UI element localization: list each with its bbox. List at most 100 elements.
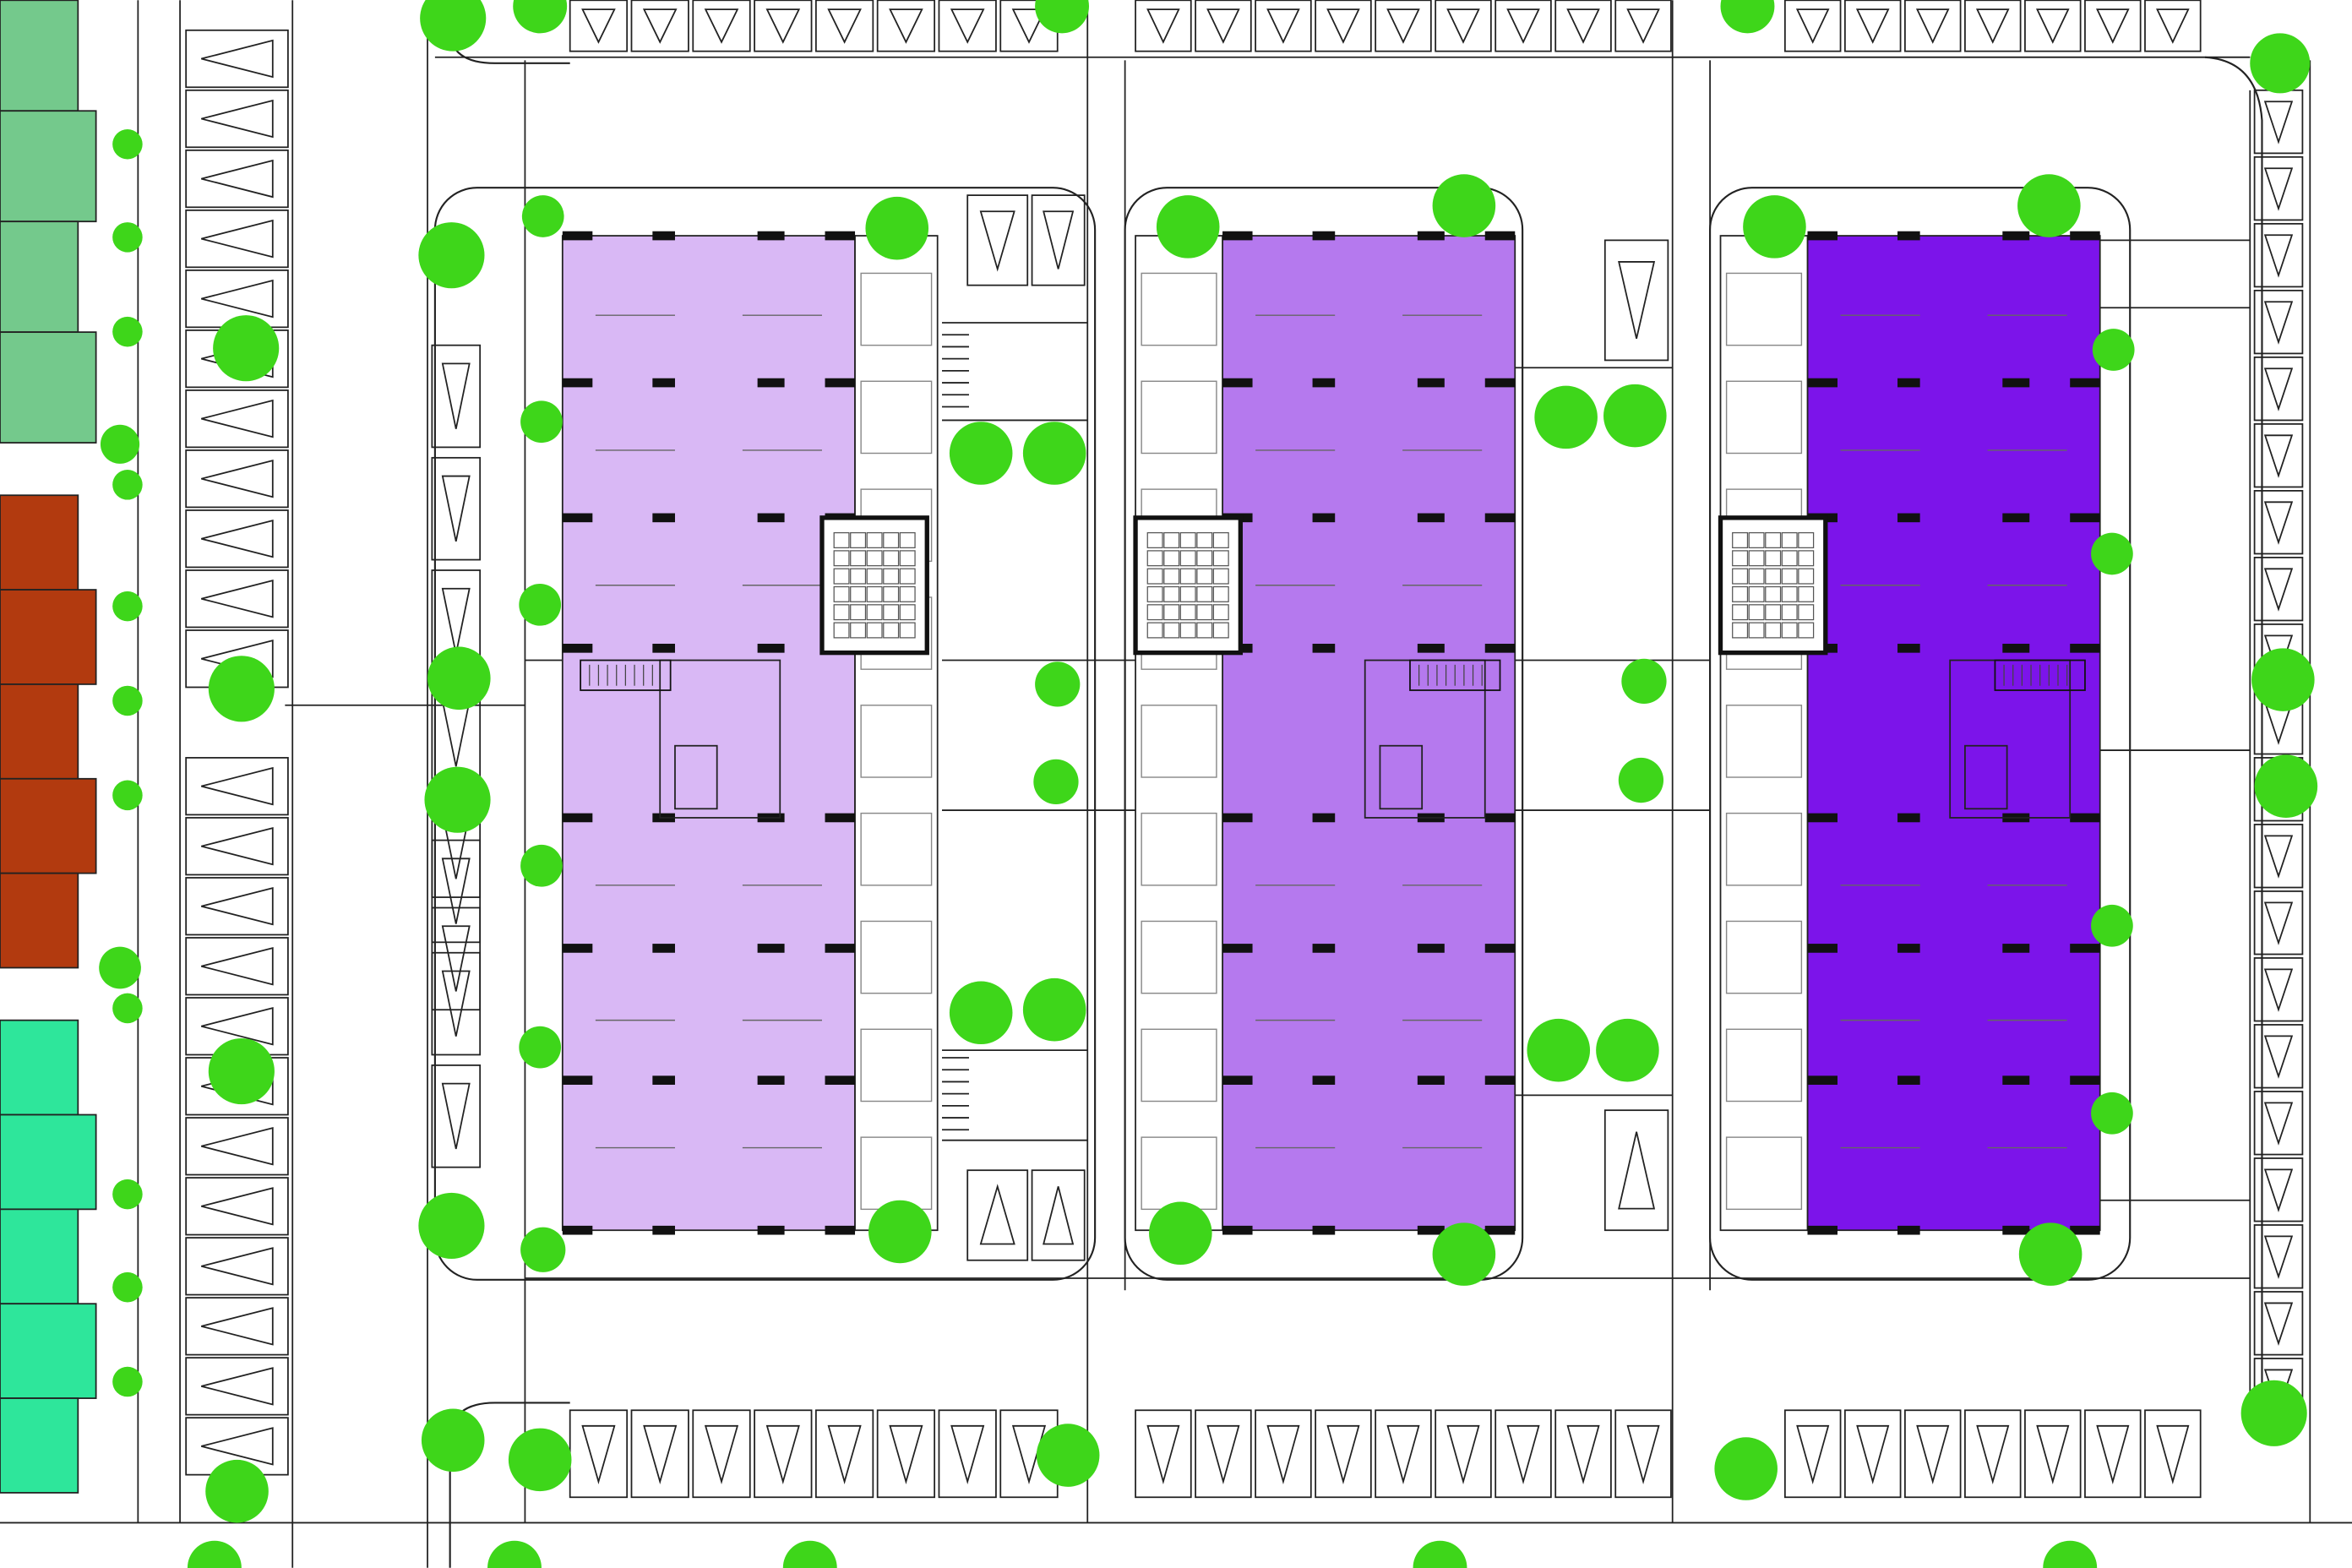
wall-stub xyxy=(2070,813,2100,823)
tree-icon xyxy=(520,844,563,887)
stair-flight xyxy=(1994,659,2086,691)
parking-bay-arrow xyxy=(201,579,274,618)
parking-bay-outline xyxy=(938,1409,997,1499)
tree-icon xyxy=(112,780,143,811)
stair-step xyxy=(1781,568,1798,585)
parking-bay-outline xyxy=(2253,1224,2304,1289)
building-floorplate xyxy=(561,235,856,1232)
parking-bay-outline xyxy=(2253,890,2304,956)
wall-stub xyxy=(1484,1075,1516,1085)
parking-bay-outline xyxy=(185,209,289,269)
tree-icon xyxy=(1036,1424,1100,1487)
parking-bay-icon xyxy=(2144,0,2202,52)
wall-stub xyxy=(1484,944,1516,953)
wall-stub xyxy=(757,1075,785,1085)
stair-step xyxy=(1179,568,1196,585)
parking-bay-arrow xyxy=(827,8,862,44)
stair-step xyxy=(1146,622,1163,639)
balcony-outline xyxy=(1725,812,1803,886)
parking-bay-icon xyxy=(185,1117,289,1176)
parking-bay-outline xyxy=(185,569,289,629)
parking-bay-outline xyxy=(1904,0,1962,52)
stair-step xyxy=(1146,531,1163,548)
wall-stub xyxy=(1484,231,1516,241)
parking-bay-icon xyxy=(185,937,289,996)
wall-stub xyxy=(2002,1075,2030,1085)
stair-flight xyxy=(580,659,672,691)
stair-step xyxy=(1179,531,1196,548)
parking-bay-arrow xyxy=(827,1424,862,1484)
parking-bay-outline xyxy=(2144,1409,2202,1499)
parking-bay-outline xyxy=(569,0,629,52)
parking-bay-icon xyxy=(1135,1409,1192,1499)
stair-step xyxy=(1179,622,1196,639)
parking-bay-arrow xyxy=(2263,568,2294,612)
stair-core-icon xyxy=(1994,659,2086,691)
wall-stub xyxy=(652,1075,675,1085)
parking-bay-arrow xyxy=(1386,8,1420,44)
stair-step xyxy=(850,550,867,567)
wall-stub xyxy=(825,1075,856,1085)
parking-bay-icon xyxy=(185,757,289,816)
parking-bay-arrow xyxy=(2263,234,2294,278)
parking-bay-arrow xyxy=(201,1247,274,1286)
parking-bay-icon xyxy=(185,149,289,209)
parking-bay-arrow xyxy=(201,1187,274,1226)
wall-stub xyxy=(1897,1075,1920,1085)
stair-step xyxy=(1212,585,1229,602)
lift-shaft xyxy=(1964,744,2008,810)
stair-step xyxy=(833,550,850,567)
parking-bay-arrow xyxy=(2263,368,2294,411)
parking-bay-icon xyxy=(431,344,482,449)
apartment-blocks xyxy=(561,231,2101,1235)
lawn-units-unit xyxy=(0,331,97,444)
parking-bay-outline xyxy=(2084,1409,2142,1499)
tree-icon xyxy=(2043,1540,2098,1568)
parking-bay-arrow xyxy=(201,766,274,806)
stair-step xyxy=(1732,568,1749,585)
parking-bay-icon xyxy=(185,1237,289,1296)
stair-step xyxy=(1732,604,1749,621)
stair-step xyxy=(1146,550,1163,567)
parking-bay-outline xyxy=(2024,1409,2082,1499)
stair-step xyxy=(1781,550,1798,567)
parking-bay-arrow xyxy=(1446,1424,1480,1485)
parking-bay-arrow xyxy=(201,1007,274,1046)
parking-bay-arrow xyxy=(1566,1424,1600,1485)
tree-icon xyxy=(1432,1222,1496,1286)
parking-bay-arrow xyxy=(1266,8,1300,44)
tree-icon xyxy=(520,1227,566,1272)
parking-bay-outline xyxy=(1843,0,1902,52)
stair-step xyxy=(1781,585,1798,602)
tree-icon xyxy=(2091,532,2133,575)
ramp-icon xyxy=(942,334,969,408)
parking-bay-icon xyxy=(185,1177,289,1236)
balcony-strip xyxy=(1719,235,1809,1232)
wall-stub xyxy=(757,1225,785,1235)
parking-bay-icon xyxy=(1135,0,1192,52)
stair-step xyxy=(1196,531,1213,548)
parking-bay-arrow xyxy=(1856,1424,1890,1485)
balcony-strip xyxy=(854,235,939,1232)
stair-flight xyxy=(1409,659,1501,691)
parking-bay-icon xyxy=(814,1409,874,1499)
wall-stub xyxy=(652,1225,675,1235)
wall-stub xyxy=(2070,944,2100,953)
parking-bay-arrow xyxy=(765,8,801,44)
stair-step xyxy=(833,585,850,602)
stair-step xyxy=(899,622,916,639)
balcony-outline xyxy=(860,1028,933,1102)
parking-bay-icon xyxy=(692,0,751,52)
tree-icon xyxy=(1022,422,1086,485)
tree-icon xyxy=(1527,1018,1591,1082)
parking-bay-icon xyxy=(2253,155,2304,221)
teal-units-unit xyxy=(0,1019,79,1116)
tree-icon xyxy=(112,1271,143,1303)
parking-bay-outline xyxy=(2253,957,2304,1022)
parking-bay-arrow xyxy=(1386,1424,1420,1485)
wall-stub xyxy=(1222,944,1253,953)
stair-step xyxy=(1765,550,1782,567)
stair-step xyxy=(899,550,916,567)
parking-bay-icon xyxy=(938,1409,997,1499)
stair-step xyxy=(866,622,883,639)
